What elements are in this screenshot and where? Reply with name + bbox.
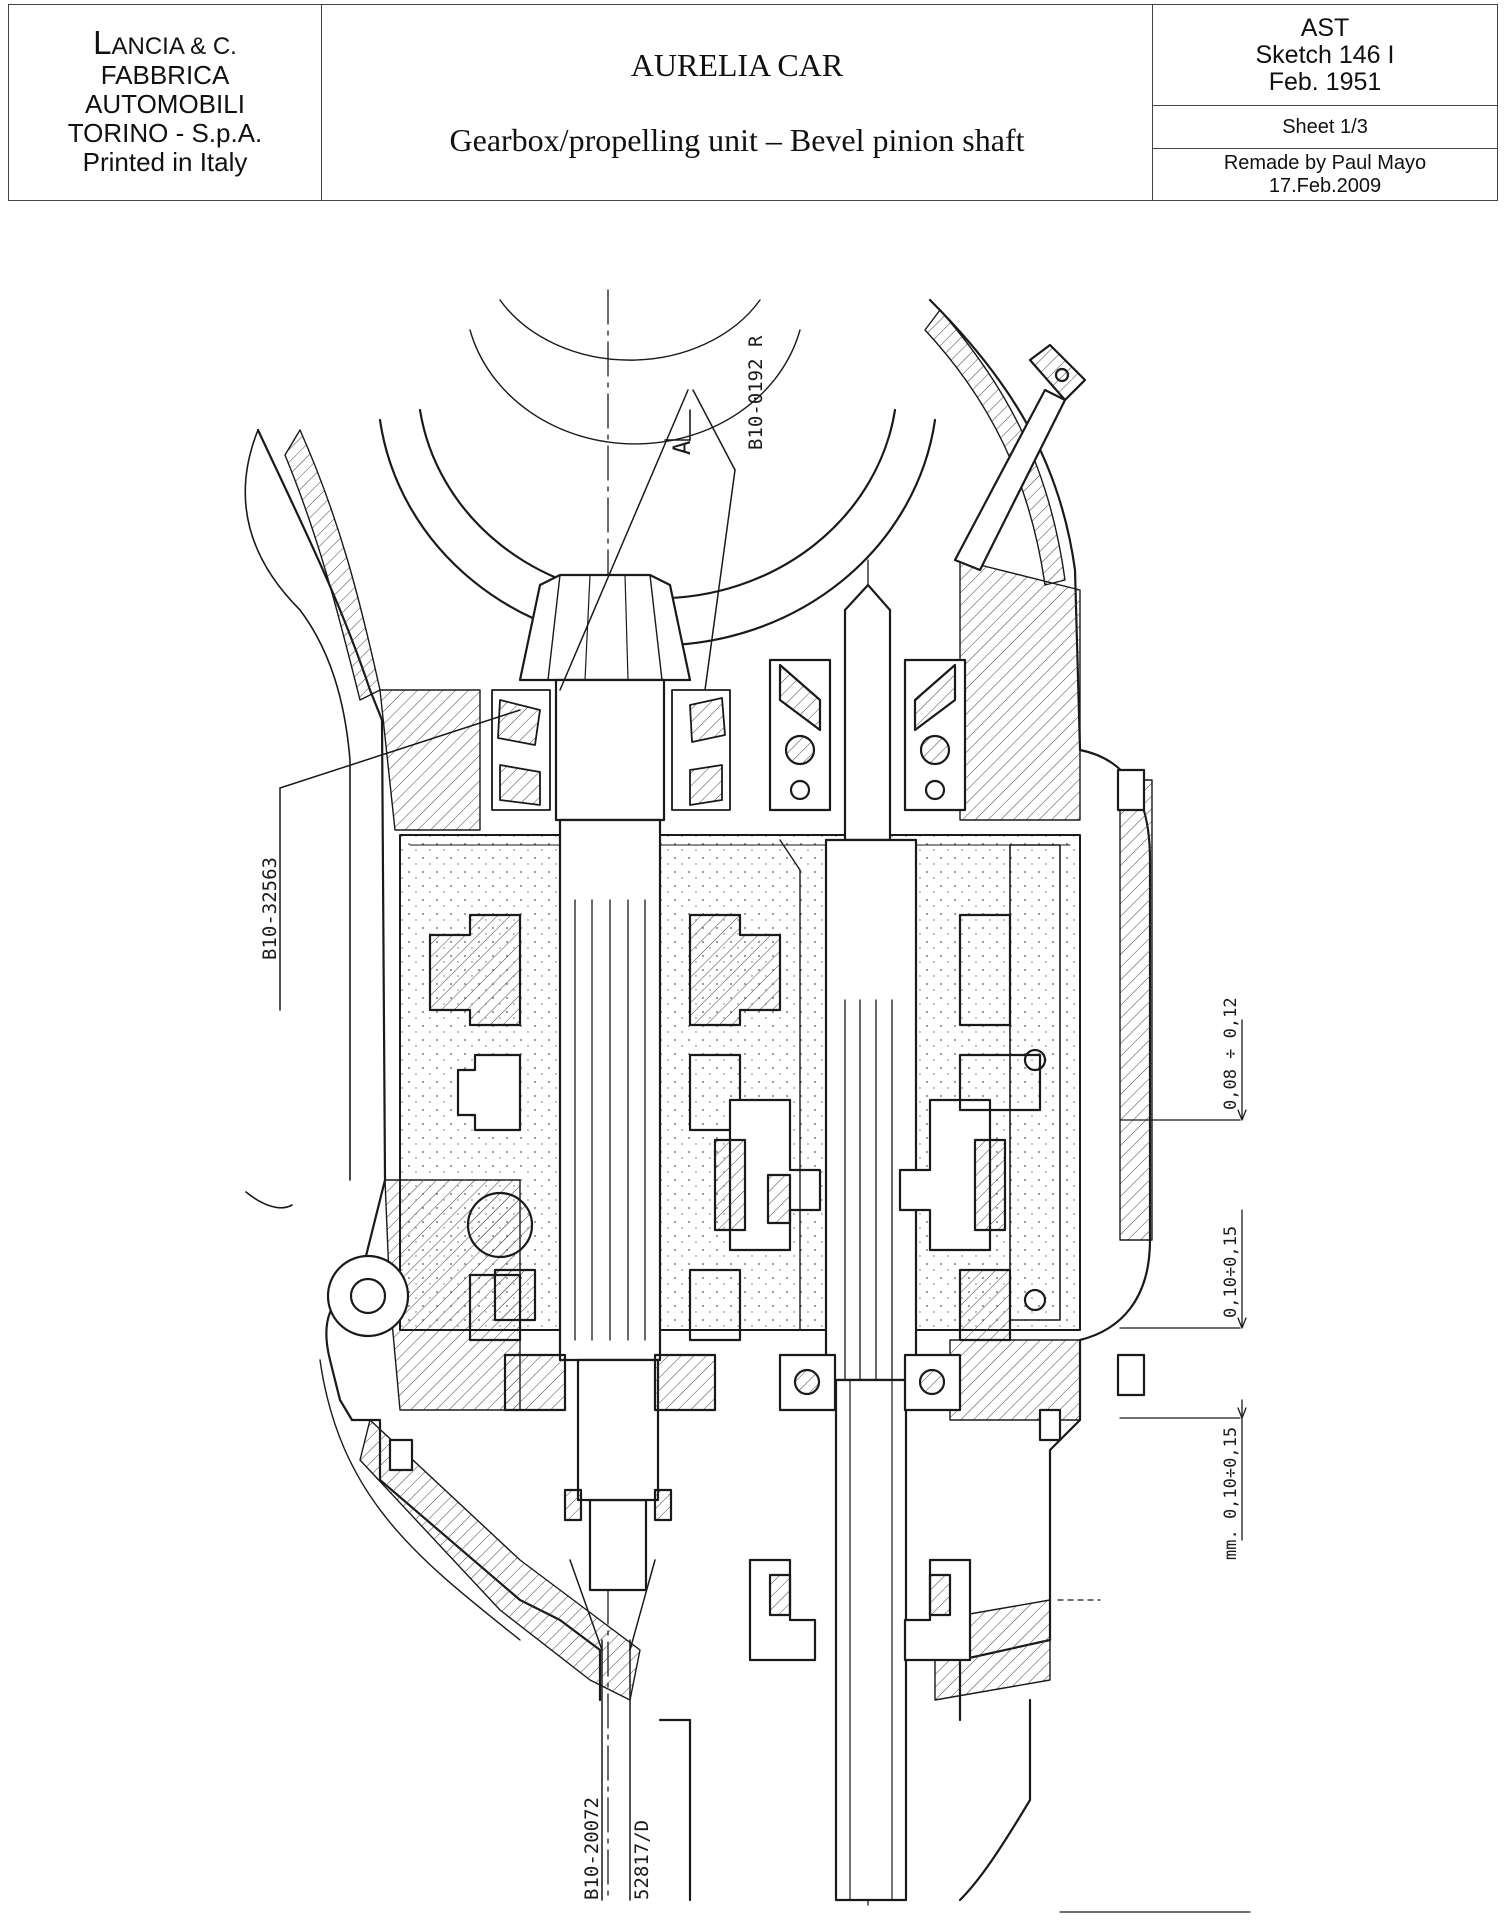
company-name-rest: ANCIA & C. (111, 33, 237, 60)
title-block: LANCIA & C. FABBRICA AUTOMOBILI TORINO -… (8, 4, 1498, 201)
main-shaft-gears (779, 839, 1061, 1342)
dimension-clearance-3: mm. 0,10÷0,15 (1221, 1427, 1241, 1560)
title-cell: AURELIA CAR Gearbox/propelling unit – Be… (322, 5, 1153, 200)
drawing-subtitle: Gearbox/propelling unit – Bevel pinion s… (449, 121, 1025, 158)
company-line-5: Printed in Italy (82, 147, 248, 177)
company-initial: L (93, 24, 112, 61)
company-cell: LANCIA & C. FABBRICA AUTOMOBILI TORINO -… (9, 5, 322, 200)
mounting-boss (326, 1254, 410, 1338)
company-line-3: AUTOMOBILI (85, 89, 245, 119)
sheet-number: Sheet 1/3 (1153, 106, 1497, 149)
drawing-labels: B10-0192 R A B10-32563 B10-20072 52817/D… (259, 335, 1241, 1900)
cover-bolts (388, 768, 1146, 1472)
primary-shaft-gears (428, 913, 782, 1342)
ref-line-3: Feb. 1951 (1268, 67, 1382, 96)
company-line-4: TORINO - S.p.A. (67, 118, 263, 148)
company-line-2: FABBRICA (100, 60, 230, 90)
bevel-pinion (518, 573, 692, 682)
remade-line-2: 17.Feb.2009 (1268, 174, 1382, 197)
leader-lines (245, 389, 736, 1901)
label-b10-20072: B10-20072 (581, 1797, 603, 1900)
dimension-lines (1057, 1019, 1247, 1601)
ref-line-1: AST (1300, 13, 1350, 42)
section-marker-a (664, 409, 691, 441)
remade-by: Remade by Paul Mayo 17.Feb.2009 (1153, 149, 1497, 200)
remade-line-1: Remade by Paul Mayo (1223, 151, 1427, 174)
pinion-shaft (554, 678, 673, 1592)
dimension-clearance-1: 0,08 ÷ 0,12 (1221, 997, 1241, 1110)
ring-gear (378, 299, 937, 647)
lower-bearings (503, 1353, 962, 1412)
taper-roller-bearings (491, 689, 731, 811)
breather-pipe (953, 343, 1087, 572)
label-52817d: 52817/D (631, 1820, 653, 1900)
dimension-clearance-2: 0,10÷0,15 (1221, 1226, 1241, 1318)
ref-line-2: Sketch 146 I (1255, 40, 1395, 69)
drawing-title: AURELIA CAR (630, 46, 844, 83)
company-name: LANCIA & C. (93, 26, 237, 61)
main-shaft (824, 583, 918, 1902)
label-section-a: A (668, 440, 696, 455)
main-shaft-upper-bearings (768, 658, 967, 812)
reference-cell: AST Sketch 146 I Feb. 1951 Sheet 1/3 Rem… (1153, 5, 1497, 200)
synchronizer-assemblies (713, 1098, 1007, 1662)
label-b10-32563: B10-32563 (259, 857, 281, 960)
label-b10-0192r: B10-0192 R (745, 335, 767, 450)
sketch-reference: AST Sketch 146 I Feb. 1951 (1153, 5, 1497, 106)
